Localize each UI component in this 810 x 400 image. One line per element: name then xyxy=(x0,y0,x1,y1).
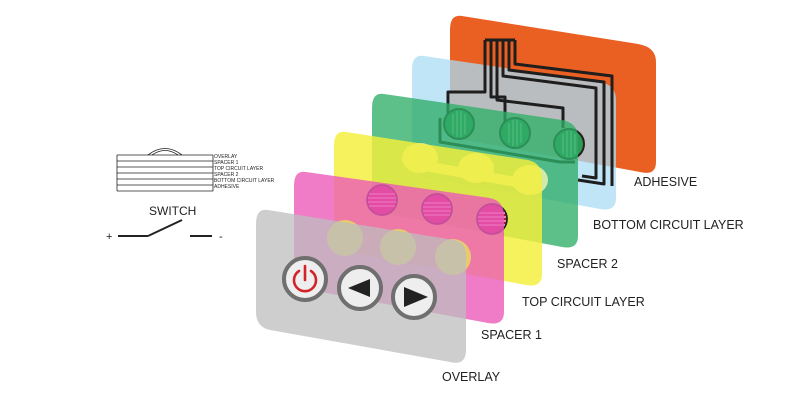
cs-label-spacer1: SPACER 1 xyxy=(214,160,239,166)
cs-label-spacer2: SPACER 2 xyxy=(214,172,239,178)
cs-label-adhesive: ADHESIVE xyxy=(214,184,240,190)
power-button xyxy=(282,256,328,302)
switch-label: SWITCH xyxy=(149,204,196,218)
cross-section: OVERLAY SPACER 1 TOP CIRCUIT LAYER SPACE… xyxy=(116,148,275,192)
plus-sign: + xyxy=(106,231,112,243)
overlay-buttons xyxy=(282,256,437,320)
minus-sign: - xyxy=(219,231,223,243)
label-top-circuit: TOP CIRCUIT LAYER xyxy=(522,295,645,309)
play-icon xyxy=(404,287,428,307)
label-adhesive: ADHESIVE xyxy=(634,175,697,189)
label-spacer2: SPACER 2 xyxy=(557,257,618,271)
rewind-icon xyxy=(348,279,370,297)
label-bottom-circuit: BOTTOM CIRCUIT LAYER xyxy=(593,218,744,232)
label-spacer1: SPACER 1 xyxy=(481,328,542,342)
play-button xyxy=(391,274,437,320)
label-overlay: OVERLAY xyxy=(442,370,501,384)
cs-label-top-circuit: TOP CIRCUIT LAYER xyxy=(214,166,263,172)
power-icon xyxy=(292,264,318,293)
cs-label-bottom-circuit: BOTTOM CIRCUIT LAYER xyxy=(214,178,275,184)
cs-label-overlay: OVERLAY xyxy=(214,154,238,160)
cross-section-labels: OVERLAY SPACER 1 TOP CIRCUIT LAYER SPACE… xyxy=(214,154,275,190)
layer-overlay: OVERLAY xyxy=(256,209,501,384)
switch-symbol: SWITCH + - xyxy=(106,204,223,243)
rewind-button xyxy=(337,265,383,311)
